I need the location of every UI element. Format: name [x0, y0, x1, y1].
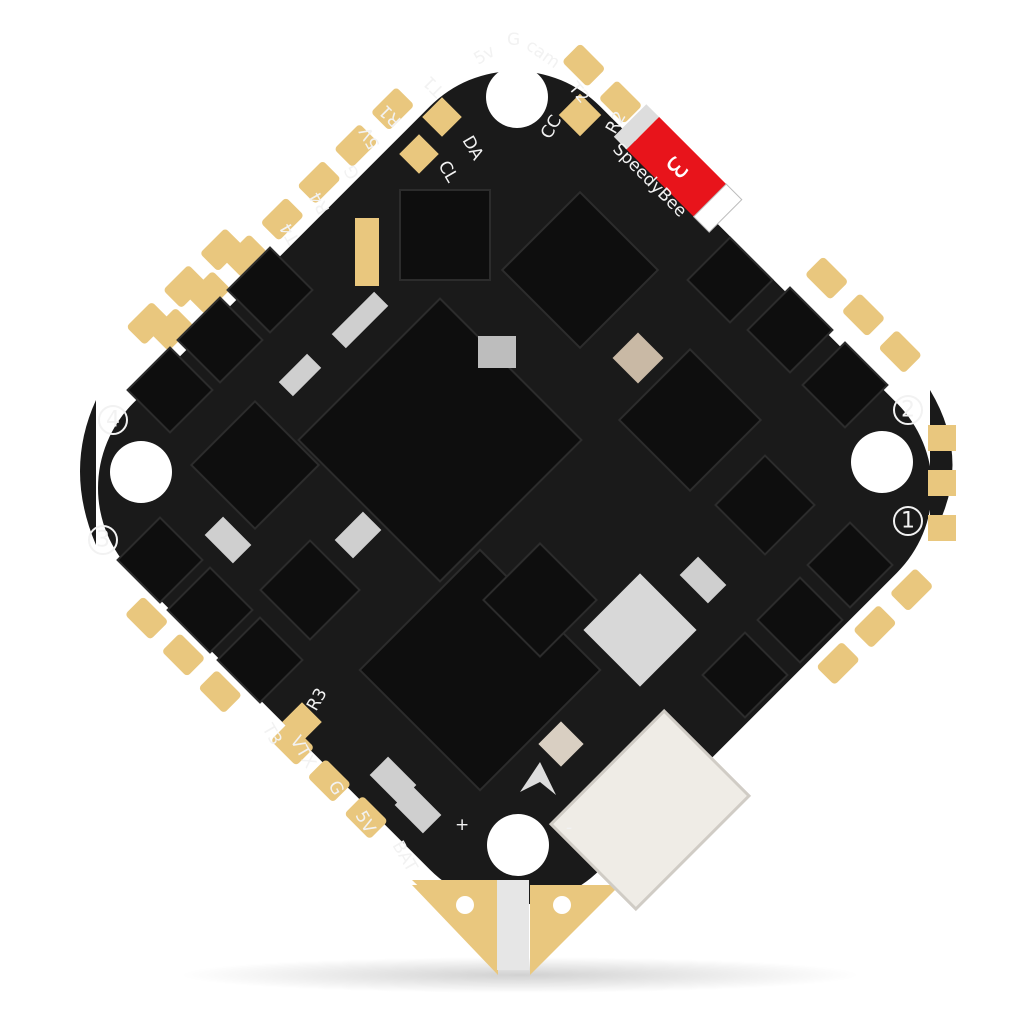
mcu-chip	[297, 297, 583, 583]
motor-3-label: 3	[96, 528, 110, 553]
label-minus: -	[566, 818, 572, 838]
solder-pads	[126, 44, 956, 975]
motor-4-label: 4	[106, 408, 120, 433]
motor-2-label: 2	[901, 398, 915, 423]
label-5v: 5v	[471, 42, 499, 70]
shadow	[180, 957, 860, 993]
battery-connector	[548, 708, 752, 912]
motor-1-label: 1	[901, 509, 915, 534]
components	[116, 189, 894, 792]
speedybee-sticker: 3	[613, 104, 743, 233]
label-cam: cam	[522, 36, 563, 73]
direction-arrow-icon	[520, 762, 556, 795]
label-plus: +	[455, 815, 469, 835]
battery-lead-slot	[497, 880, 529, 970]
mounting-holes	[110, 66, 913, 876]
motor-labels: 1 2 3 4	[88, 395, 923, 555]
label-g: G	[507, 30, 520, 50]
